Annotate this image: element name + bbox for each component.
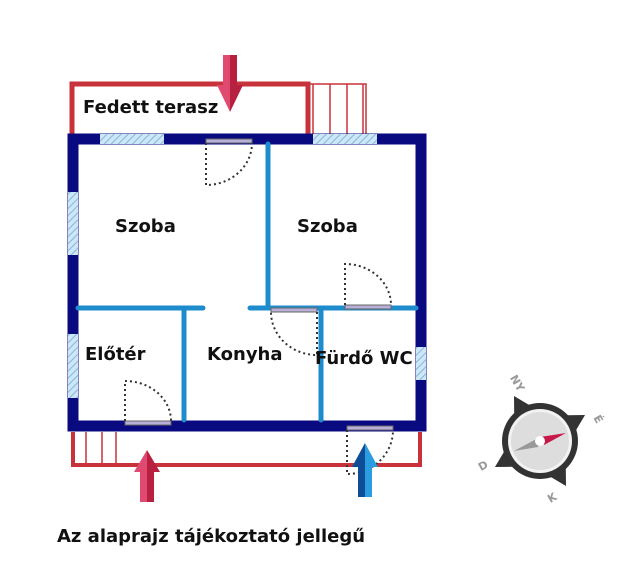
stairs-top: [307, 83, 367, 136]
window: [68, 334, 78, 398]
entry-arrow-icon: [217, 55, 243, 112]
windows: [68, 134, 426, 398]
label-covered-terrace: Fedett terasz: [83, 97, 218, 118]
compass-north: É: [591, 413, 606, 426]
window: [416, 347, 426, 380]
label-room-2: Szoba: [297, 216, 358, 237]
compass-east: K: [545, 490, 559, 506]
bottom-terrace: [71, 432, 422, 467]
window: [68, 192, 78, 255]
disclaimer-text: Az alaprajz tájékoztató jellegű: [57, 526, 365, 547]
compass-icon: NY É K D: [476, 373, 606, 506]
window: [313, 134, 377, 144]
door: [270, 307, 318, 357]
door: [344, 262, 392, 310]
side-entry-arrow-icon: [352, 443, 378, 497]
label-kitchen: Konyha: [207, 344, 283, 365]
compass-west: NY: [507, 373, 527, 395]
window: [100, 134, 164, 144]
doors: [124, 138, 394, 476]
outer-wall: [67, 133, 427, 432]
label-room-1: Szoba: [115, 216, 176, 237]
entry-arrow-icon: [134, 450, 160, 502]
label-bathroom: Fürdő WC: [315, 348, 413, 369]
compass-south: D: [476, 458, 490, 474]
label-hall: Előtér: [85, 344, 146, 365]
door: [205, 138, 253, 187]
door: [124, 379, 172, 426]
inner-walls: [75, 141, 419, 423]
door: [346, 425, 394, 476]
